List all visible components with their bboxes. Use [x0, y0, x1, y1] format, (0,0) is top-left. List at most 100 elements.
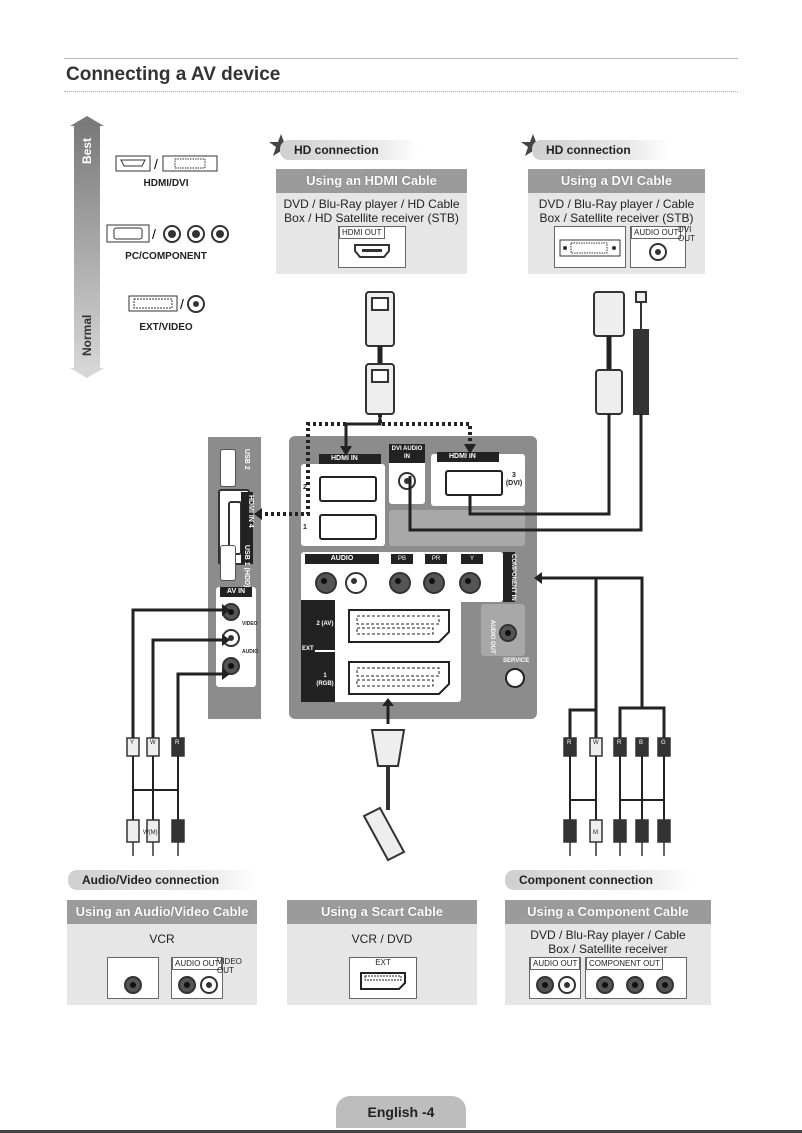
- scart-video-icon: /: [128, 293, 208, 320]
- cable-label: W: [150, 740, 156, 746]
- footer-rule: [0, 1130, 802, 1133]
- component-in-block: AUDIO PB PR Y: [301, 552, 503, 602]
- port-type-label: HDMI/DVI: [143, 178, 189, 189]
- scart-port-icon[interactable]: [347, 660, 451, 696]
- title-underline: [64, 91, 738, 92]
- hdmi-in-1-port[interactable]: [319, 514, 377, 540]
- pc-in-area: [389, 510, 525, 546]
- cable-label: R: [617, 740, 622, 746]
- hdmi-in-badge: [437, 452, 499, 462]
- arrow-down-icon: [70, 368, 104, 378]
- scart-cable: [362, 729, 406, 862]
- component-connection-tag: Component connection: [505, 870, 693, 890]
- cable-label: B: [639, 740, 644, 746]
- hdmi-port-icon: [354, 244, 390, 258]
- hd-connection-tag: HD connection: [280, 140, 419, 160]
- cable-label: W(M): [143, 830, 158, 836]
- card-title: Using a Scart Cable: [287, 900, 477, 924]
- scart-port-icon[interactable]: [347, 608, 451, 644]
- hdmi-out-port: HDMI OUT: [338, 226, 406, 268]
- rca-plugs-lower: [126, 819, 671, 856]
- port-type-label: PC/COMPONENT: [125, 251, 207, 262]
- card-devices: DVD / Blu-Ray player / Cable Box / Satel…: [538, 197, 695, 225]
- pb-label: PB: [391, 554, 413, 564]
- ext2-label: 2 (AV): [316, 621, 334, 627]
- port-label: AUDIO OUT: [631, 226, 682, 239]
- port-label: HDMI OUT: [339, 226, 385, 239]
- arrow-up-icon: [70, 116, 104, 126]
- ext1-badge: [315, 652, 335, 702]
- audio-label: AUDIO: [242, 649, 259, 655]
- av-cable-card: Using an Audio/Video Cable VCR AUDIO OUT…: [67, 900, 257, 1005]
- audio-r-jack-icon: [536, 976, 554, 994]
- hdmi-in-badge: [319, 454, 381, 464]
- card-devices: VCR / DVD: [351, 932, 413, 946]
- port-type-label: EXT/VIDEO: [139, 322, 193, 333]
- dvi-out-port: [554, 226, 626, 268]
- usb1-port: [220, 545, 236, 581]
- svg-text:/: /: [180, 296, 184, 312]
- quality-scale: Best Normal: [70, 116, 104, 378]
- scart-port-icon: [360, 972, 406, 990]
- port-number: 1: [303, 524, 307, 531]
- component-pr-jack-icon: [596, 976, 614, 994]
- ext-block: EXT 2 (AV) 1 (RGB): [301, 600, 461, 702]
- audio-out-port: AUDIO OUT: [171, 957, 223, 999]
- av-connection-tag: Audio/Video connection: [68, 870, 260, 890]
- component-audio-r-jack[interactable]: [315, 572, 337, 594]
- scart-cable-card: Using a Scart Cable VCR / DVD EXT: [287, 900, 477, 1005]
- ext2-badge: [315, 600, 335, 650]
- audio-out-block: AUDIO OUT: [481, 604, 525, 656]
- port-label: EXT: [375, 958, 391, 967]
- hdmi-in-3-port[interactable]: [445, 470, 503, 496]
- audio-r-jack[interactable]: [222, 657, 240, 675]
- ext1-label: 1 (RGB): [316, 673, 334, 687]
- cable-label: M: [593, 830, 598, 836]
- component-pr-jack[interactable]: [423, 572, 445, 594]
- cable-label: R: [175, 740, 180, 746]
- card-devices: DVD / Blu-Ray player / HD Cable Box / HD…: [283, 197, 460, 225]
- audio-out-jack[interactable]: [499, 624, 517, 642]
- component-y-jack[interactable]: [459, 572, 481, 594]
- page-number-tab: English -4: [336, 1096, 466, 1128]
- rca-plugs-upper: [126, 737, 671, 757]
- component-pb-jack[interactable]: [389, 572, 411, 594]
- port-label: AUDIO OUT: [172, 957, 223, 970]
- card-title: Using an HDMI Cable: [276, 169, 467, 193]
- card-title: Using a DVI Cable: [528, 169, 705, 193]
- component-y-jack-icon: [656, 976, 674, 994]
- cable-label: Y: [130, 740, 135, 746]
- page-title: Connecting a AV device: [66, 64, 281, 85]
- card-devices: DVD / Blu-Ray player / Cable Box / Satel…: [530, 928, 686, 956]
- hdmi-in-3-label: 3 (DVI): [505, 472, 523, 487]
- card-title: Using an Audio/Video Cable: [67, 900, 257, 924]
- hdmi-in-4-badge: [241, 492, 253, 564]
- hdmi-dvi-icon: /: [115, 155, 219, 178]
- video-out-jack-icon: [124, 976, 142, 994]
- port-label: DVI OUT: [678, 225, 695, 243]
- hdmi-in-label: HDMI IN: [449, 453, 476, 460]
- audio-r-jack-icon: [178, 976, 196, 994]
- audio-out-port: AUDIO OUT: [630, 226, 686, 268]
- cable-label: R: [567, 740, 572, 746]
- cable-label: W: [593, 740, 599, 746]
- ext-badge: [301, 600, 315, 702]
- component-in-badge: [503, 552, 515, 602]
- component-audio-l-jack[interactable]: [345, 572, 367, 594]
- ext-label: EXT: [302, 646, 314, 652]
- port-label: COMPONENT OUT: [586, 957, 663, 970]
- dvi-audio-in-label: DVI AUDIO IN: [389, 444, 425, 463]
- tv-back-panel: HDMI IN 2 1 DVI AUDIO IN HDMI IN 3 (DVI)…: [289, 436, 537, 719]
- port-label: VIDEO OUT: [217, 957, 242, 975]
- video-out-port: [107, 957, 159, 999]
- hdmi-cable-card: Using an HDMI Cable DVD / Blu-Ray player…: [276, 169, 467, 274]
- hdmi-cable: [365, 291, 395, 415]
- usb2-port: [220, 449, 236, 487]
- top-rule: [64, 58, 738, 59]
- component-cable-card: Using a Component Cable DVD / Blu-Ray pl…: [505, 900, 711, 1005]
- hdmi-in-label: HDMI IN: [331, 455, 358, 462]
- audio-in-label: AUDIO: [305, 554, 379, 564]
- dvi-cable-card: Using a DVI Cable DVD / Blu-Ray player /…: [528, 169, 705, 274]
- hdmi-in-2-port[interactable]: [319, 476, 377, 502]
